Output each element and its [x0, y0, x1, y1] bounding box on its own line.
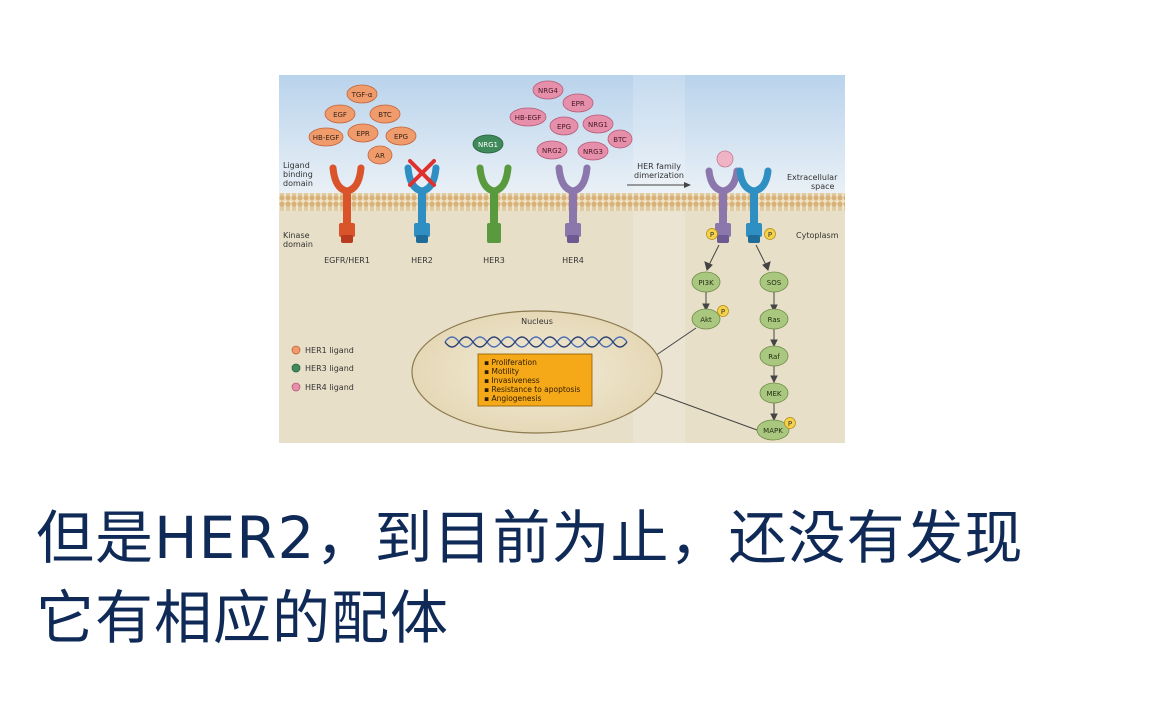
pi3k-node: [691, 271, 721, 293]
bound-ligand: [716, 150, 734, 168]
legend-label: HER4 ligand: [305, 383, 354, 392]
ligand-binding-label-2: binding: [283, 170, 313, 179]
legend-label: HER3 ligand: [305, 364, 354, 373]
ligand-label: NRG3: [583, 148, 603, 156]
outcome-item: ▪ Invasiveness: [484, 376, 540, 385]
phospho-label: P: [768, 231, 772, 239]
her4-ligand-cluster: [509, 80, 633, 161]
phospho-label: P: [721, 308, 725, 316]
her-dimer-left-receptor: [705, 167, 741, 243]
raf-node: [759, 345, 789, 367]
ligand-label: BTC: [378, 111, 392, 119]
her3-receptor: [476, 164, 512, 243]
legend-swatch: [291, 345, 301, 355]
ligand-binding-label-3: domain: [283, 179, 313, 188]
pathway-left: [691, 271, 721, 330]
ligand-label: HB-EGF: [313, 134, 339, 142]
mek-node: [759, 382, 789, 404]
outcome-box: [477, 353, 593, 407]
egfr-her1-receptor: [329, 164, 365, 243]
receptor-label: HER2: [411, 256, 433, 265]
caption-line-1: 但是HER2，到目前为止，还没有发现: [36, 504, 1024, 572]
ligand-label: NRG1: [588, 121, 608, 129]
caption-line-2: 它有相应的配体: [36, 584, 450, 652]
cell-membrane: [279, 193, 845, 211]
extracellular-label-1: Extracellular: [787, 173, 838, 182]
akt-node: [691, 308, 721, 330]
mapk-node: [756, 419, 790, 441]
sos-node: [759, 271, 789, 293]
ligand-label: NRG1: [478, 141, 498, 149]
pathway-label: Akt: [700, 316, 712, 324]
receptor-label: EGFR/HER1: [324, 256, 370, 265]
phospho-badge: [764, 228, 776, 240]
ligand-label: TGF-α: [351, 91, 373, 99]
her2-receptor: [404, 164, 440, 243]
pathway-label: PI3K: [698, 279, 714, 287]
legend-label: HER1 ligand: [305, 346, 354, 355]
ligand-label: HB-EGF: [515, 114, 541, 122]
ligand-binding-label-1: Ligand: [283, 161, 310, 170]
dna-helix: [444, 336, 628, 348]
ligand-label: AR: [375, 152, 385, 160]
ligand-label: EPG: [557, 123, 571, 131]
her-dimer-right-receptor: [736, 167, 772, 243]
dimerization-label-2: dimerization: [634, 171, 684, 180]
ligand-label: NRG4: [538, 87, 559, 95]
phospho-badge: [706, 228, 718, 240]
nucleus-title: Nucleus: [521, 317, 553, 326]
legend: HER1 ligand HER3 ligand HER4 ligand: [291, 345, 354, 392]
ligand-label: NRG2: [542, 147, 562, 155]
ligand-label: BTC: [613, 136, 627, 144]
outcome-item: ▪ Resistance to apoptosis: [484, 385, 580, 394]
extracellular-label-2: space: [811, 182, 835, 191]
cytoplasm-label: Cytoplasm: [796, 231, 839, 240]
ligand-label: EPR: [356, 130, 370, 138]
outcome-item: ▪ Motility: [484, 367, 520, 376]
phospho-badge: [784, 417, 796, 429]
receptor-label: HER3: [483, 256, 505, 265]
kinase-domain-label-2: domain: [283, 240, 313, 249]
pathway-label: MEK: [766, 390, 781, 398]
outcome-item: ▪ Proliferation: [484, 358, 537, 367]
her4-receptor: [555, 164, 591, 243]
phospho-badge: [717, 305, 729, 317]
pathway-label: SOS: [767, 279, 782, 287]
phospho-label: P: [710, 231, 714, 239]
legend-swatch: [291, 382, 301, 392]
pathway-label: Raf: [768, 353, 780, 361]
kinase-domain-label-1: Kinase: [283, 231, 310, 240]
ligand-label: EPG: [394, 133, 408, 141]
her3-ligand: [472, 134, 504, 154]
ligand-label: EPR: [571, 100, 585, 108]
receptor-label: HER4: [562, 256, 584, 265]
no-ligand-cross-icon: [408, 159, 436, 187]
outcome-item: ▪ Angiogenesis: [484, 394, 542, 403]
pathway-right: [756, 271, 790, 441]
pathway-label: Ras: [768, 316, 781, 324]
dimerization-label-1: HER family: [637, 162, 681, 171]
ras-node: [759, 308, 789, 330]
ligand-label: EGF: [333, 111, 347, 119]
phospho-label: P: [788, 420, 792, 428]
pathway-label: MAPK: [763, 427, 783, 435]
her1-ligand-cluster: [308, 84, 417, 165]
legend-swatch: [291, 363, 301, 373]
